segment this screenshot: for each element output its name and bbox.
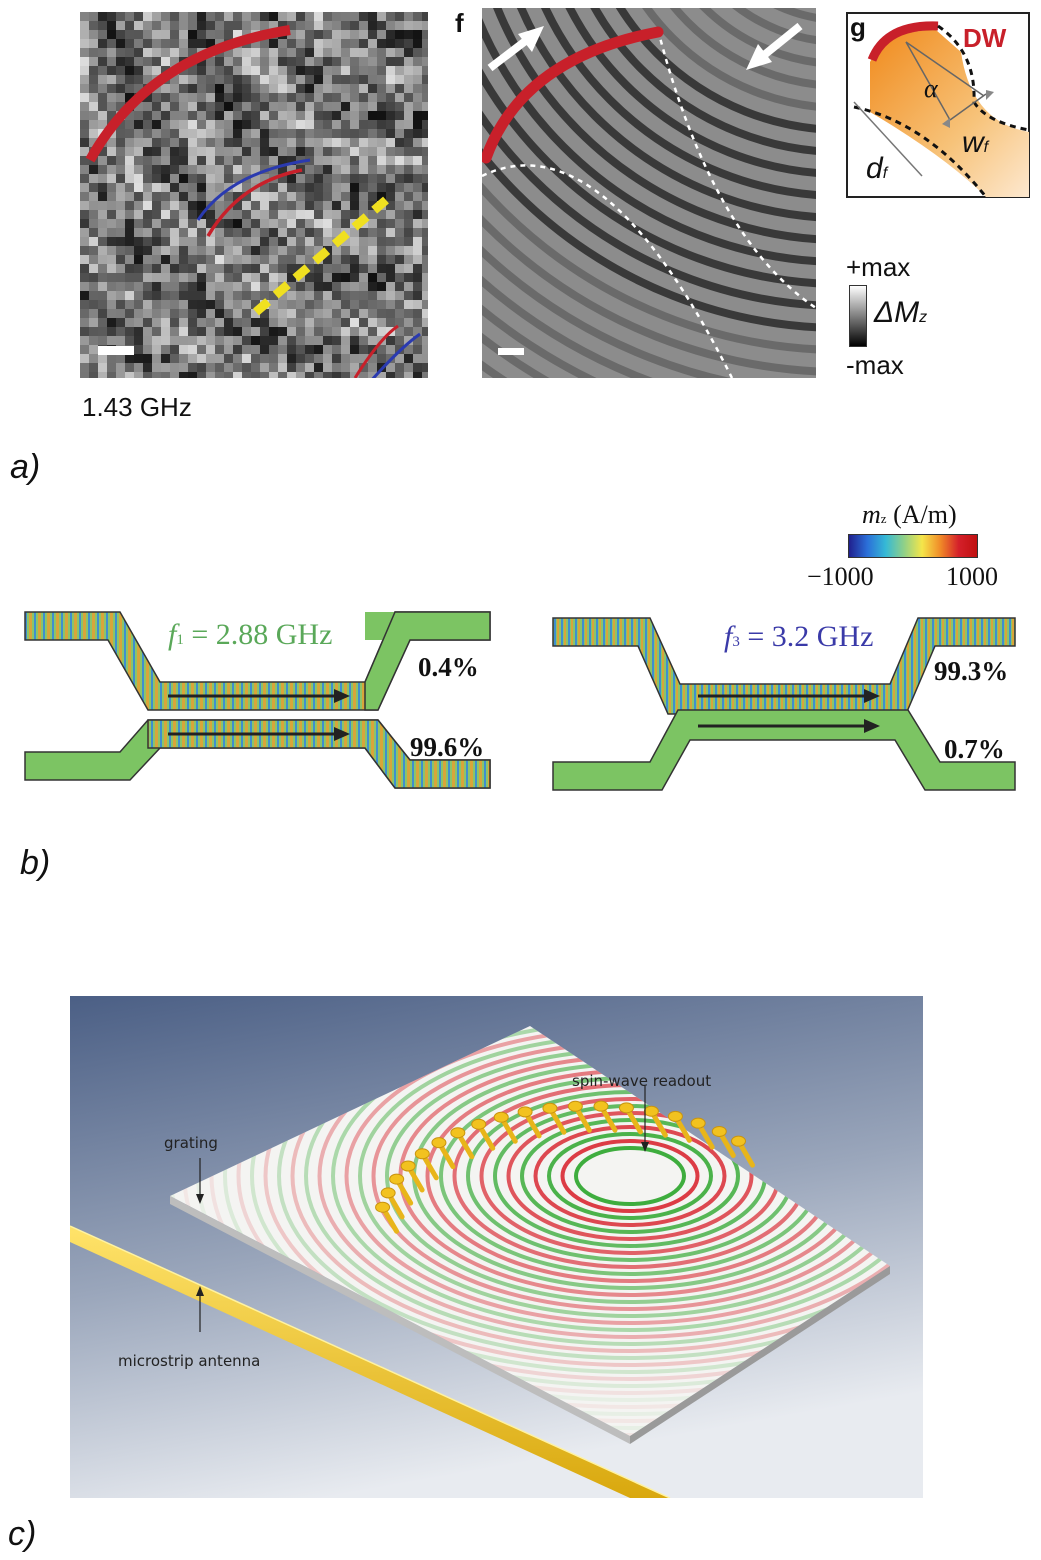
panel-letter-a: a): [10, 448, 41, 486]
colorbar: [848, 534, 978, 558]
domain-wall-inset: [846, 12, 1030, 198]
scale-min-label: -max: [846, 350, 904, 380]
readout-electrode: [690, 1117, 715, 1150]
coupler-right: [552, 617, 1016, 791]
width-label: wf: [962, 126, 989, 159]
simulation-image: [482, 8, 816, 378]
right-frequency: f3 = 3.2 GHz: [724, 620, 874, 653]
readout-electrode: [450, 1127, 475, 1160]
label-spin-wave-readout: spin-wave readout: [572, 1072, 712, 1090]
constriction-shape: [870, 30, 1029, 197]
right-top-percent: 99.3%: [934, 656, 1009, 686]
readout-electrode: [389, 1173, 414, 1206]
right-bottom-percent: 0.7%: [944, 734, 1005, 764]
readout-electrode: [431, 1137, 456, 1170]
arrow-head-right: [746, 44, 772, 70]
readout-electrode: [400, 1160, 425, 1193]
readout-electrode: [618, 1102, 643, 1135]
scale-quantity-label: ΔMz: [874, 296, 928, 329]
readout-electrode: [517, 1106, 542, 1139]
readout-electrode: [730, 1135, 755, 1168]
alpha-label: α: [924, 74, 938, 103]
boundary-line-right: [656, 29, 816, 310]
panel-letter-b: b): [20, 844, 51, 882]
dw-label: DW: [963, 23, 1007, 53]
readout-electrode: [711, 1125, 736, 1158]
scale-bar: [498, 348, 524, 355]
readout-electrode: [542, 1102, 567, 1135]
colorbar-max: 1000: [946, 562, 998, 591]
readout-electrode: [667, 1110, 692, 1143]
readout-electrode: [471, 1118, 496, 1151]
frequency-label: 1.43 GHz: [82, 392, 192, 422]
domain-wall-red: [482, 26, 664, 164]
subpanel-label-g: g: [850, 12, 866, 42]
readout-electrode: [493, 1111, 518, 1144]
dw-arc: [867, 21, 939, 62]
readout-electrode: [567, 1100, 592, 1133]
distance-label: df: [866, 152, 888, 185]
readout-electrode: [593, 1100, 618, 1133]
readout-electrode: [380, 1187, 405, 1220]
boundary-line-lower: [482, 164, 734, 378]
mxtm-image: [80, 12, 428, 378]
readout-electrode: [643, 1105, 668, 1138]
panel-letter-c: c): [8, 1515, 37, 1553]
spin-wave-device-render: [70, 996, 923, 1498]
sim-background: [482, 8, 816, 378]
arrow-head-left: [518, 26, 544, 52]
left-bottom-percent: 99.6%: [410, 732, 485, 762]
label-microstrip-antenna: microstrip antenna: [118, 1352, 261, 1370]
colorbar-min: −1000: [807, 562, 874, 591]
scale-max-label: +max: [846, 252, 911, 282]
coupler-left: [24, 611, 491, 789]
left-frequency: f1 = 2.88 GHz: [168, 618, 333, 651]
readout-electrode: [414, 1148, 439, 1181]
subpanel-label-f: f: [455, 8, 464, 38]
colorbar-title: mz (A/m): [862, 500, 957, 529]
label-grating: grating: [164, 1134, 218, 1152]
readout-electrode: [375, 1201, 400, 1234]
grayscale-bar: [849, 285, 867, 347]
left-top-percent: 0.4%: [418, 652, 479, 682]
